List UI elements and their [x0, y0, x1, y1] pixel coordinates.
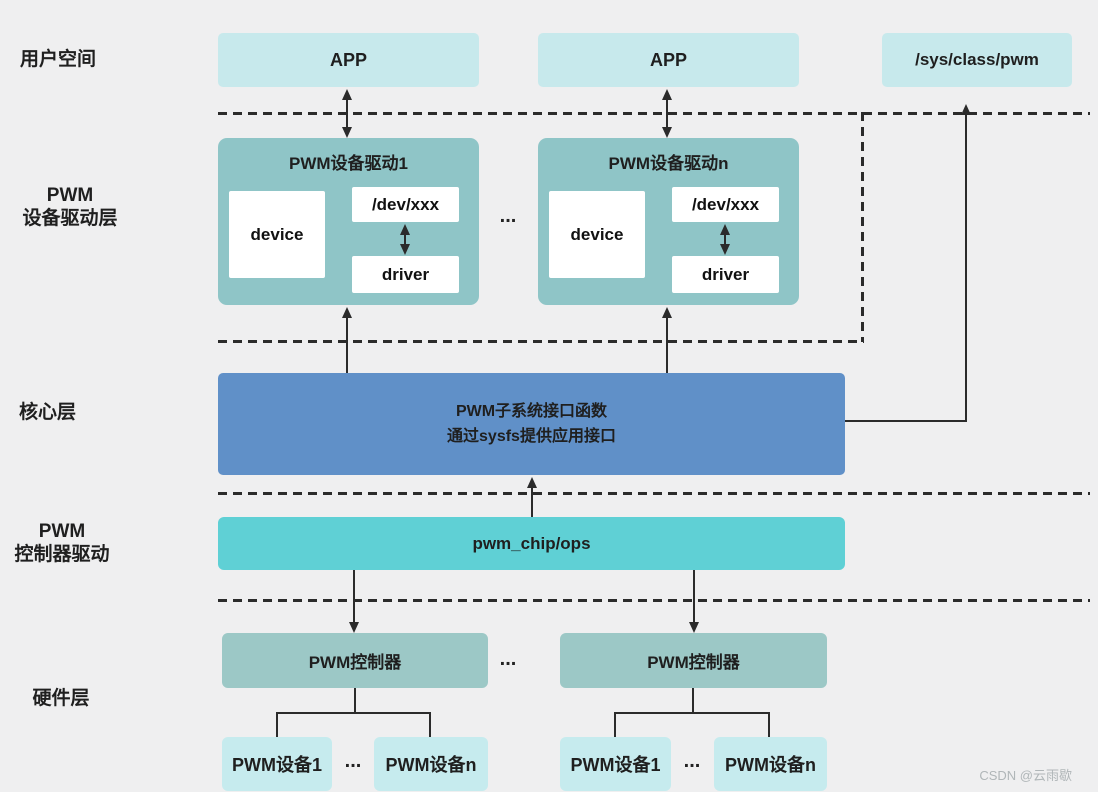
layer-label-line: 硬件层	[32, 688, 90, 709]
pwm-core-line2: 通过sysfs提供应用接口	[447, 428, 616, 445]
arrow-core-drivern-line	[666, 317, 668, 373]
tree2-drop-right	[768, 712, 770, 737]
pwm-device1-box-group2: PWM设备1	[560, 737, 671, 791]
layer-label-hardware: 硬件层	[5, 687, 117, 710]
arrow-chip-core-head	[527, 477, 537, 488]
arrow-devnoden-drivern-up	[720, 224, 730, 235]
dev-node-box: /dev/xxx	[672, 187, 779, 222]
pwm-devicen-box-group2: PWM设备n	[714, 737, 827, 791]
tree1-branch	[276, 712, 431, 714]
arrow-app1-driver1-down	[342, 127, 352, 138]
pwm-device-drivern-title: PWM设备驱动n	[608, 154, 729, 173]
pwm-device1-box-group1: PWM设备1	[222, 737, 332, 791]
arrow-devnode1-driver1-up	[400, 224, 410, 235]
dashed-separator-3	[218, 492, 1090, 495]
pwm-chip-ops-box: pwm_chip/ops	[218, 517, 845, 570]
tree2-drop-left	[614, 712, 616, 737]
arrow-devnoden-drivern-down	[720, 244, 730, 255]
ellipsis-devices-group1: ...	[344, 750, 362, 772]
arrow-app1-driver1-line	[346, 99, 348, 128]
arrow-devnode1-driver1-down	[400, 244, 410, 255]
arrow-core-driver1-line	[346, 317, 348, 373]
device-box: device	[549, 191, 645, 278]
layer-label-controller: PWM 控制器驱动	[2, 520, 122, 566]
dashed-separator-4	[218, 599, 1090, 602]
pwm-core-box: PWM子系统接口函数 通过sysfs提供应用接口	[218, 373, 845, 475]
pwm-device-driver1-box: PWM设备驱动1 device /dev/xxx driver	[218, 138, 479, 305]
driver-box: driver	[352, 256, 459, 293]
layer-label-line: 用户空间	[19, 49, 96, 70]
dev-node-box: /dev/xxx	[352, 187, 459, 222]
pwm-controller-box-2: PWM控制器	[560, 633, 827, 688]
arrow-app2-drivern-line	[666, 99, 668, 128]
ellipsis-controllers: ...	[499, 648, 517, 670]
pwm-core-text: PWM子系统接口函数 通过sysfs提供应用接口	[447, 399, 616, 449]
sysfs-class-pwm-box: /sys/class/pwm	[882, 33, 1072, 87]
layer-label-line: 核心层	[18, 402, 76, 423]
ellipsis-device-drivers: ...	[499, 205, 517, 227]
arrow-devnode1-driver1-line	[404, 233, 406, 245]
arrow-devnoden-drivern-line	[724, 233, 726, 245]
arrow-chip-controller2-head	[689, 622, 699, 633]
arrow-core-drivern-head	[662, 307, 672, 318]
pwm-controller-box-1: PWM控制器	[222, 633, 488, 688]
ellipsis-devices-group2: ...	[683, 750, 701, 772]
tree1-drop-right	[429, 712, 431, 737]
arrow-app2-drivern-down	[662, 127, 672, 138]
arrow-chip-controller1-head	[349, 622, 359, 633]
device-box: device	[229, 191, 325, 278]
app-box-2: APP	[538, 33, 799, 87]
arrow-chip-controller2-line	[693, 570, 695, 623]
tree1-drop-left	[276, 712, 278, 737]
dashed-separator-1	[218, 112, 1090, 115]
connector-core-sysfs-vertical	[965, 114, 967, 422]
arrow-chip-core-line	[531, 487, 533, 517]
layer-label-line: 设备驱动层	[22, 208, 118, 229]
connector-core-sysfs-head	[961, 104, 971, 115]
layer-label-user-space: 用户空间	[8, 48, 108, 71]
layer-label-core: 核心层	[0, 401, 95, 424]
pwm-core-line1: PWM子系统接口函数	[455, 403, 608, 420]
arrow-app2-drivern-up	[662, 89, 672, 100]
driver-box: driver	[672, 256, 779, 293]
pwm-device-driver1-title: PWM设备驱动1	[289, 154, 408, 173]
pwm-device-drivern-box: PWM设备驱动n device /dev/xxx driver	[538, 138, 799, 305]
tree2-branch	[614, 712, 770, 714]
tree2-stub	[692, 688, 694, 713]
tree1-stub	[354, 688, 356, 713]
arrow-app1-driver1-up	[342, 89, 352, 100]
arrow-core-driver1-head	[342, 307, 352, 318]
csdn-watermark: CSDN @云雨歇	[979, 768, 1072, 783]
layer-label-line: 控制器驱动	[14, 544, 110, 565]
arrow-chip-controller1-line	[353, 570, 355, 623]
dashed-separator-2-vertical	[861, 112, 864, 342]
dashed-separator-2	[218, 340, 864, 343]
layer-label-line: PWM	[38, 521, 86, 542]
app-box-1: APP	[218, 33, 479, 87]
layer-label-device-driver: PWM 设备驱动层	[10, 184, 130, 230]
layer-label-line: PWM	[46, 185, 94, 206]
pwm-devicen-box-group1: PWM设备n	[374, 737, 488, 791]
connector-core-sysfs-horizontal	[845, 420, 967, 422]
